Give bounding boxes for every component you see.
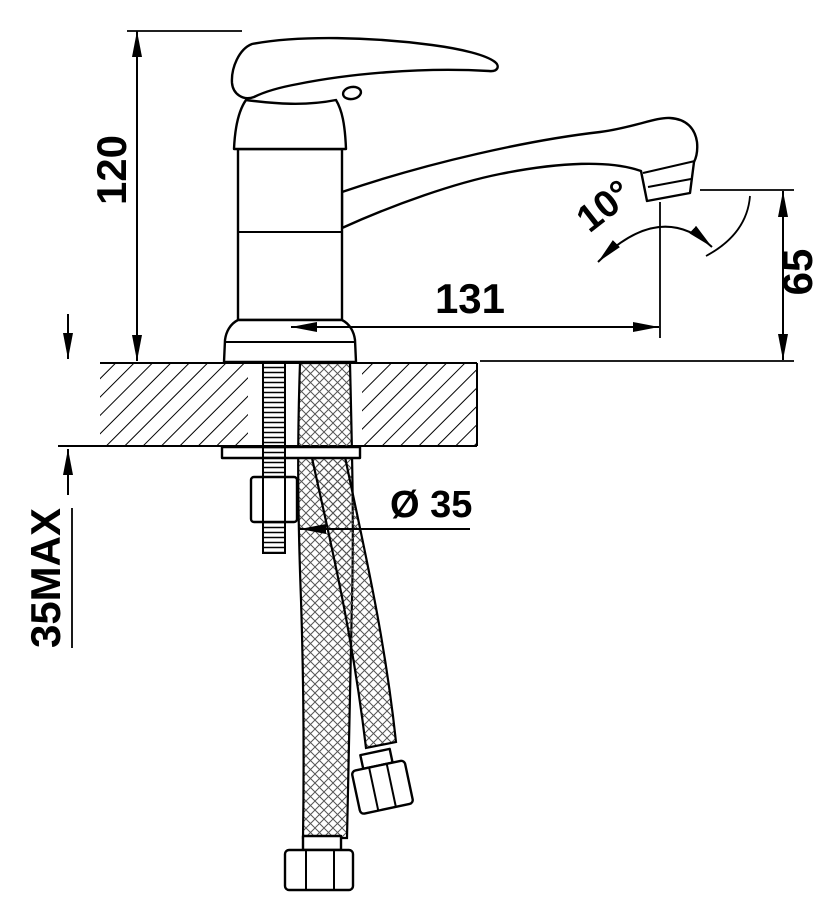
diameter-label: Ø 35 <box>390 484 472 526</box>
dimension-131: 131 <box>291 202 661 338</box>
aerator-detail-line <box>647 178 692 188</box>
dimension-35max: 35MAX <box>22 314 73 648</box>
threaded-stud <box>262 362 286 554</box>
faucet-cap <box>232 98 348 151</box>
hose-nut-second <box>351 759 414 815</box>
dim-131-label: 131 <box>435 275 505 322</box>
diameter-annotation-35: Ø 35 <box>300 484 472 534</box>
hose-fitting-main <box>283 834 355 892</box>
dim-65-label: 65 <box>774 249 815 296</box>
dim-35max-label: 35MAX <box>22 508 69 648</box>
flexible-hoses <box>283 361 414 892</box>
hose-second <box>310 450 398 750</box>
faucet-spout <box>340 116 699 230</box>
dimension-65: 65 <box>480 189 815 362</box>
mounting-nut <box>249 475 299 524</box>
dimension-120: 120 <box>88 30 242 361</box>
mounting-hardware <box>220 362 362 554</box>
aerator-joint-line <box>642 160 696 174</box>
angle-arc <box>597 225 713 263</box>
countertop-hatch-left <box>100 363 248 446</box>
hose-nut-main <box>283 848 355 892</box>
dim-120-label: 120 <box>88 135 135 205</box>
handle-screw-cover <box>341 85 363 101</box>
faucet-body <box>236 147 344 322</box>
angle-phantom-spout-curve <box>705 195 751 257</box>
angle-label: 10° <box>569 172 640 240</box>
faucet <box>222 36 699 364</box>
hose-collar-main <box>301 834 343 852</box>
mounting-washer <box>220 445 362 460</box>
faucet-lever-handle <box>230 36 499 100</box>
hose-fitting-second <box>351 747 414 815</box>
countertop-hatch-right <box>362 363 477 446</box>
countertop-section <box>58 362 478 447</box>
